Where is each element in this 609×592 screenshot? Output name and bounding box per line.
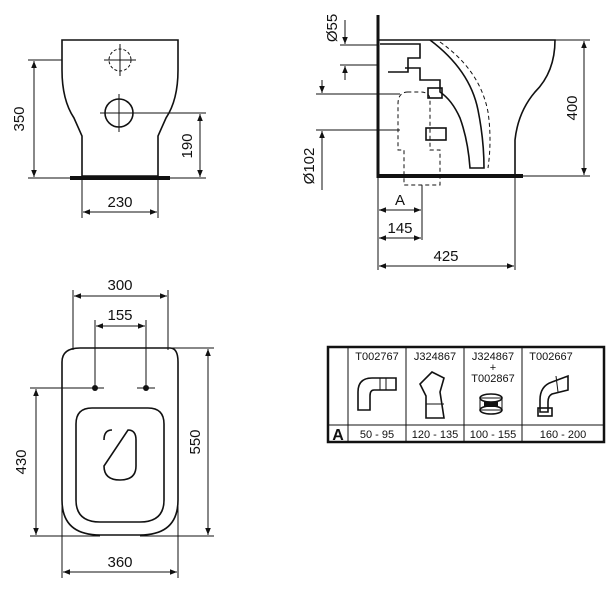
range-3: 100 - 155 bbox=[470, 429, 516, 441]
plan-pan-outline bbox=[61, 347, 179, 536]
bowl-opening-icon bbox=[103, 429, 137, 481]
fixing-inner-label: 155 bbox=[107, 307, 132, 324]
fixing-outer-label: 300 bbox=[107, 277, 132, 294]
table-row-label: A bbox=[332, 427, 344, 444]
extension-connector-icon bbox=[479, 393, 503, 415]
front-base-plate bbox=[70, 176, 170, 180]
offset-bend-connector-icon bbox=[537, 374, 569, 417]
cistern-inlet-outline bbox=[380, 43, 421, 73]
outlet-diameter-label: Ø102 bbox=[301, 148, 318, 185]
inlet-height-label: 190 bbox=[179, 133, 196, 158]
outlet-distance-label: 145 bbox=[387, 220, 412, 237]
front-height-label: 350 bbox=[11, 106, 28, 131]
a-dimension-label: A bbox=[395, 192, 405, 209]
base-width-label: 230 bbox=[107, 194, 132, 211]
connector-table: T002767 J324867 J324867 + T002867 T00266… bbox=[326, 345, 606, 444]
range-4: 160 - 200 bbox=[540, 429, 586, 441]
outlet-spigot bbox=[425, 127, 447, 141]
width-label: 360 bbox=[107, 554, 132, 571]
front-view: 350 190 230 bbox=[11, 39, 206, 218]
plan-seat-outline bbox=[75, 407, 165, 523]
table-header-1: T002767 bbox=[355, 351, 398, 363]
rim-height-label: 400 bbox=[564, 95, 581, 120]
range-2: 120 - 135 bbox=[412, 429, 458, 441]
pan-connector-icon bbox=[419, 371, 445, 419]
length-label: 550 bbox=[187, 429, 204, 454]
side-base-plate bbox=[378, 174, 523, 178]
table-header-3-extra: T002867 bbox=[471, 373, 514, 385]
range-1: 50 - 95 bbox=[360, 429, 394, 441]
side-bowl-outline bbox=[378, 39, 556, 176]
trap-outline bbox=[405, 39, 485, 169]
top-fixing-hole-icon bbox=[104, 44, 136, 76]
depth-label: 425 bbox=[433, 248, 458, 265]
table-frame bbox=[326, 345, 606, 444]
inlet-hole-icon bbox=[100, 94, 138, 132]
top-diameter-label: Ø55 bbox=[324, 14, 341, 42]
table-header-3: J324867 bbox=[472, 351, 514, 363]
inlet-spigot bbox=[427, 87, 443, 99]
table-header-2: J324867 bbox=[414, 351, 456, 363]
seat-length-label: 430 bbox=[13, 449, 30, 474]
table-header-plus: + bbox=[490, 362, 496, 374]
table-header-4: T002667 bbox=[529, 351, 572, 363]
plan-view: 300 155 430 550 360 bbox=[13, 277, 214, 578]
outlet-connector-dashed bbox=[397, 91, 441, 186]
bend-connector-icon bbox=[357, 377, 397, 411]
inner-bowl-dashed bbox=[439, 41, 491, 169]
side-view: Ø55 Ø102 400 A 145 425 bbox=[301, 14, 590, 270]
